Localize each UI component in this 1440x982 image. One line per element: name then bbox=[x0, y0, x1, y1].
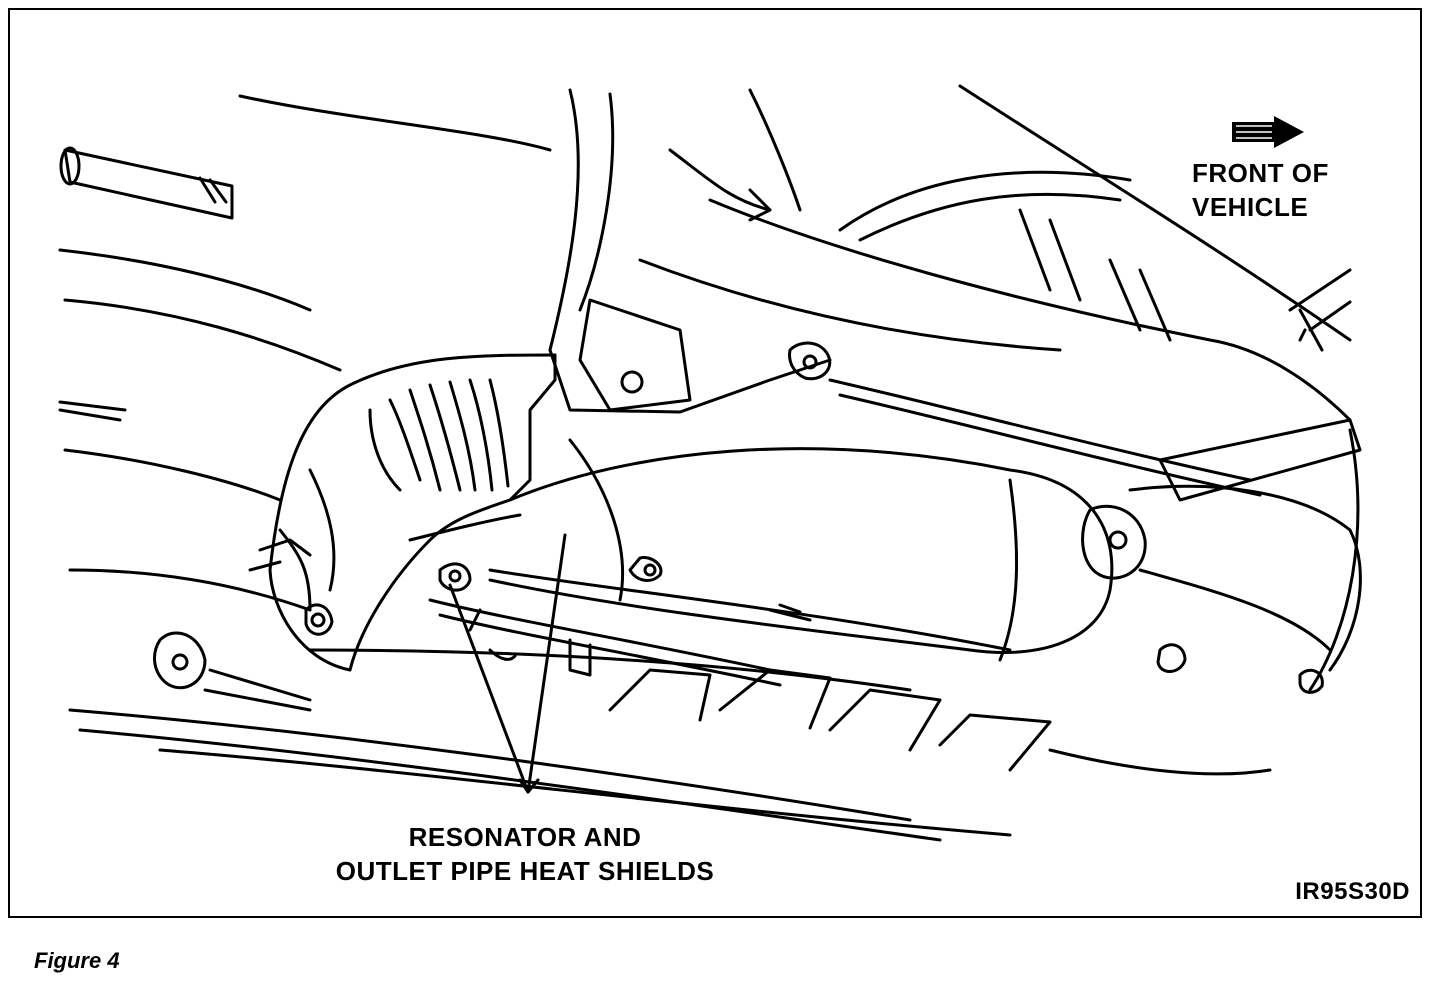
rear-hanger-bracket bbox=[548, 298, 832, 414]
callout-leader-lines bbox=[448, 533, 567, 794]
left-hanger bbox=[153, 631, 312, 712]
floor-pan-lines bbox=[58, 94, 1272, 842]
front-of-vehicle-label: FRONT OF VEHICLE bbox=[1192, 156, 1329, 224]
outlet-pipe-shield bbox=[408, 513, 782, 687]
diagram-frame: FRONT OF VEHICLE RESONATOR AND OUTLET PI… bbox=[8, 8, 1422, 918]
figure-caption: Figure 4 bbox=[34, 948, 120, 973]
outlet-hanger bbox=[1081, 484, 1362, 694]
front-label-line2: VEHICLE bbox=[1192, 192, 1309, 222]
figure-id: IR95S30D bbox=[1295, 878, 1410, 905]
body-edge-lines bbox=[748, 88, 1324, 352]
resonator-body bbox=[488, 438, 1114, 662]
right-arrow-icon bbox=[1232, 116, 1304, 148]
frame-rail bbox=[548, 84, 1362, 692]
tie-rod-pin bbox=[59, 146, 234, 220]
callout-line2: OUTLET PIPE HEAT SHIELDS bbox=[335, 856, 715, 886]
resonator-heat-shield bbox=[248, 353, 557, 672]
callout-line1: RESONATOR AND bbox=[408, 822, 642, 852]
heat-shield-callout-label: RESONATOR AND OUTLET PIPE HEAT SHIELDS bbox=[10, 820, 1040, 888]
front-label-line1: FRONT OF bbox=[1192, 158, 1329, 188]
underbody-line-drawing bbox=[58, 84, 1362, 842]
